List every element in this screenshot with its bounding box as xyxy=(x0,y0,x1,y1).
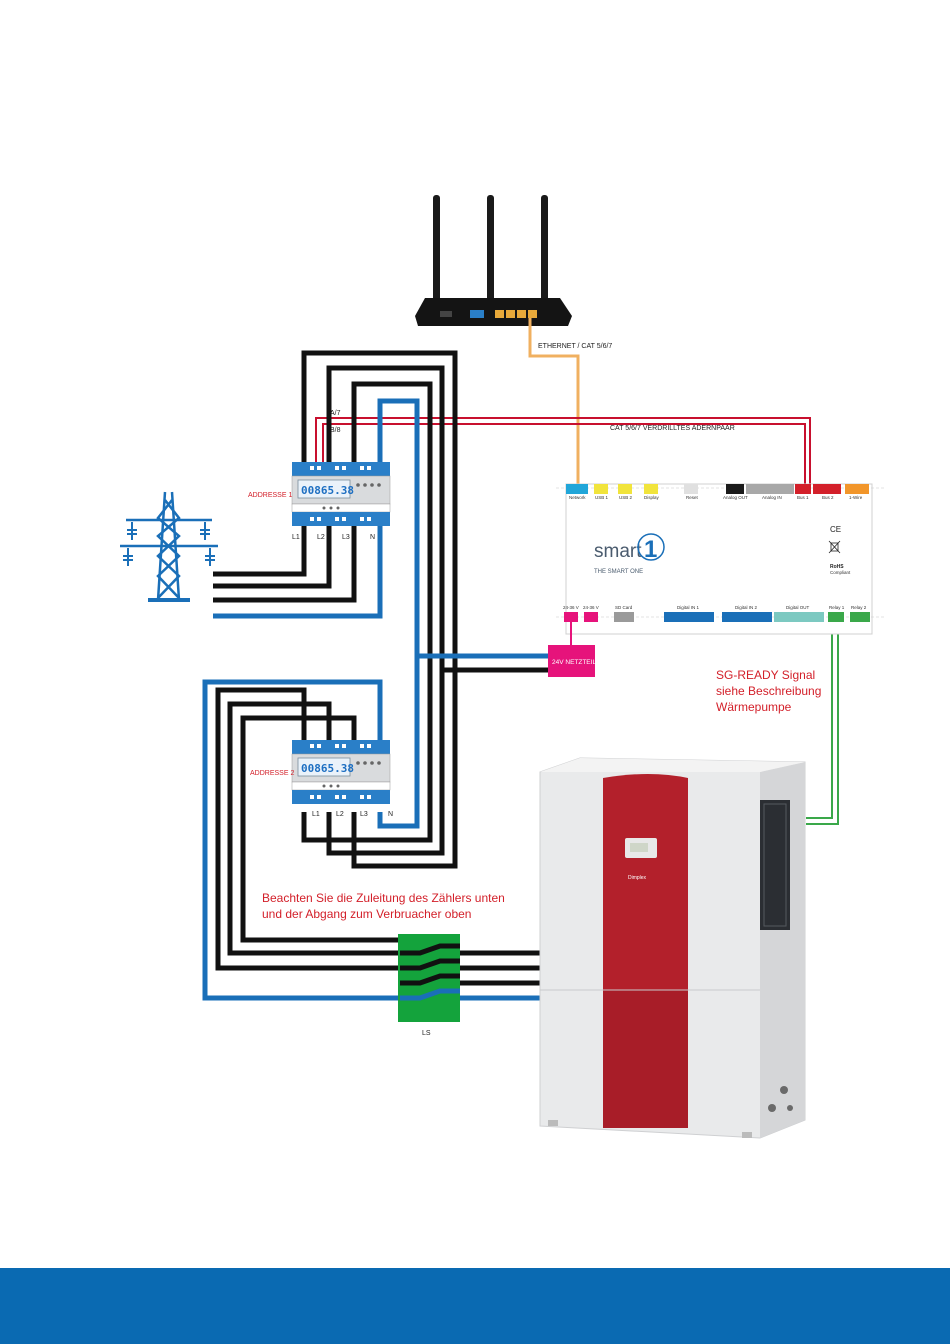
svg-text:24-36 V: 24-36 V xyxy=(563,605,579,610)
svg-text:1: 1 xyxy=(644,536,657,563)
svg-text:Analog IN: Analog IN xyxy=(762,495,782,500)
svg-text:Reset: Reset xyxy=(686,495,699,500)
breaker-label: LS xyxy=(422,1030,431,1037)
meter-1-terminal-l3: L3 xyxy=(342,534,350,541)
router-power-port xyxy=(440,311,452,317)
smart-one-controller: Network USB 1 USB 2 Display Reset Analog… xyxy=(556,483,886,635)
svg-text:Digital IN 2: Digital IN 2 xyxy=(735,605,758,610)
meter-2-terminal-l2: L2 xyxy=(336,811,344,818)
svg-text:Digital IN 1: Digital IN 1 xyxy=(677,605,700,610)
svg-text:Bus 2: Bus 2 xyxy=(822,495,834,500)
sg-ready-line-2: siehe Beschreibung xyxy=(716,684,821,698)
router xyxy=(415,195,572,326)
svg-text:Digital OUT: Digital OUT xyxy=(786,605,810,610)
meter-1-terminal-n: N xyxy=(370,534,375,541)
svg-text:Relay 1: Relay 1 xyxy=(829,605,845,610)
meter-2-address-label: ADDRESSE 2 xyxy=(250,770,294,777)
meter-1-terminal-l1: L1 xyxy=(292,534,300,541)
energy-meter-1: 00865.38 L1 L2 L3 N xyxy=(291,462,391,541)
controller-bottom-ports xyxy=(564,612,870,622)
bus-cable xyxy=(315,417,811,486)
ethernet-label: ETHERNET / CAT 5/6/7 xyxy=(538,343,612,350)
controller-bottom-port-labels: 24-36 V 24-36 V SD Card Digital IN 1 Dig… xyxy=(563,605,867,610)
ce-mark: CE xyxy=(830,525,841,534)
footer-bar xyxy=(0,1268,950,1344)
power-supply-unit: 24V NETZTEIL xyxy=(548,645,596,677)
note-line-1: Beachten Sie die Zuleitung des Zählers u… xyxy=(262,891,505,905)
svg-text:Relay 2: Relay 2 xyxy=(851,605,867,610)
meter-2-display-value: 00865.38 xyxy=(301,762,354,775)
rohs-mark: RoHS xyxy=(830,564,844,570)
svg-text:Analog OUT: Analog OUT xyxy=(723,495,748,500)
rohs-compliant: Compliant xyxy=(830,570,851,575)
heat-pump-front-panel xyxy=(603,774,688,990)
controller-tagline: THE SMART ONE xyxy=(594,569,643,575)
svg-text:USB 2: USB 2 xyxy=(619,495,633,500)
energy-meter-2: 00865.38 L1 L2 L3 N xyxy=(291,740,393,818)
router-lan-ports xyxy=(495,310,537,318)
psu-label: 24V NETZTEIL xyxy=(552,659,596,666)
antenna-right xyxy=(541,195,548,305)
note-line-2: und der Abgang zum Verbruacher oben xyxy=(262,907,471,921)
weee-bin-icon xyxy=(828,540,841,554)
sg-ready-cable xyxy=(806,620,839,825)
circuit-breaker: LS xyxy=(398,934,460,1037)
svg-text:USB 1: USB 1 xyxy=(595,495,609,500)
black-wires xyxy=(213,350,548,986)
sg-ready-line-3: Wärmepumpe xyxy=(716,700,792,714)
controller-top-ports xyxy=(566,484,869,494)
heat-pump-side-grille xyxy=(760,800,790,930)
smart-one-logo-icon: 1 xyxy=(637,533,665,563)
heat-pump-connectors xyxy=(768,1086,793,1112)
controller-body xyxy=(565,483,873,635)
meter-1-lcd xyxy=(297,479,351,499)
meter-1-address-label: ADDRESSE 1 xyxy=(248,492,292,499)
meter-2-lcd xyxy=(297,757,351,777)
meter-2-terminal-l1: L1 xyxy=(312,811,320,818)
svg-text:Bus 1: Bus 1 xyxy=(797,495,809,500)
heat-pump: Dimplex xyxy=(539,757,806,1139)
sg-ready-line-1: SG-READY Signal xyxy=(716,668,815,682)
antenna-left xyxy=(433,195,440,305)
meter-2-top-terminals xyxy=(292,740,390,754)
controller-top-port-labels: Network USB 1 USB 2 Display Reset Analog… xyxy=(569,495,863,500)
controller-brand: smart xyxy=(594,541,642,562)
meter-1-top-terminals xyxy=(292,462,390,476)
meter-2-terminal-n: N xyxy=(388,811,393,818)
svg-text:Network: Network xyxy=(569,495,586,500)
meter-2-terminal-l3: L3 xyxy=(360,811,368,818)
meter-1-bottom-terminals xyxy=(292,512,390,526)
cat-pair-label: CAT 5/6/7 VERDRILLTES ADERNPAAR xyxy=(610,425,735,432)
heat-pump-brand: Dimplex xyxy=(628,875,647,881)
antenna-middle xyxy=(487,195,494,305)
a7-label: A/7 xyxy=(330,410,341,417)
meter-2-bottom-terminals xyxy=(292,790,390,804)
meter-1-terminal-l2: L2 xyxy=(317,534,325,541)
svg-text:Display: Display xyxy=(644,495,660,500)
svg-text:SD Card: SD Card xyxy=(615,605,633,610)
meter-1-display-value: 00865.38 xyxy=(301,484,354,497)
router-body xyxy=(415,298,572,326)
svg-text:1-Wire: 1-Wire xyxy=(849,495,863,500)
router-wan-port xyxy=(470,310,484,318)
power-pylon-icon xyxy=(120,491,218,602)
svg-text:24-36 V: 24-36 V xyxy=(583,605,599,610)
b8-label: B/8 xyxy=(330,427,341,434)
blue-wires xyxy=(202,398,548,1001)
ethernet-cable xyxy=(528,318,580,484)
